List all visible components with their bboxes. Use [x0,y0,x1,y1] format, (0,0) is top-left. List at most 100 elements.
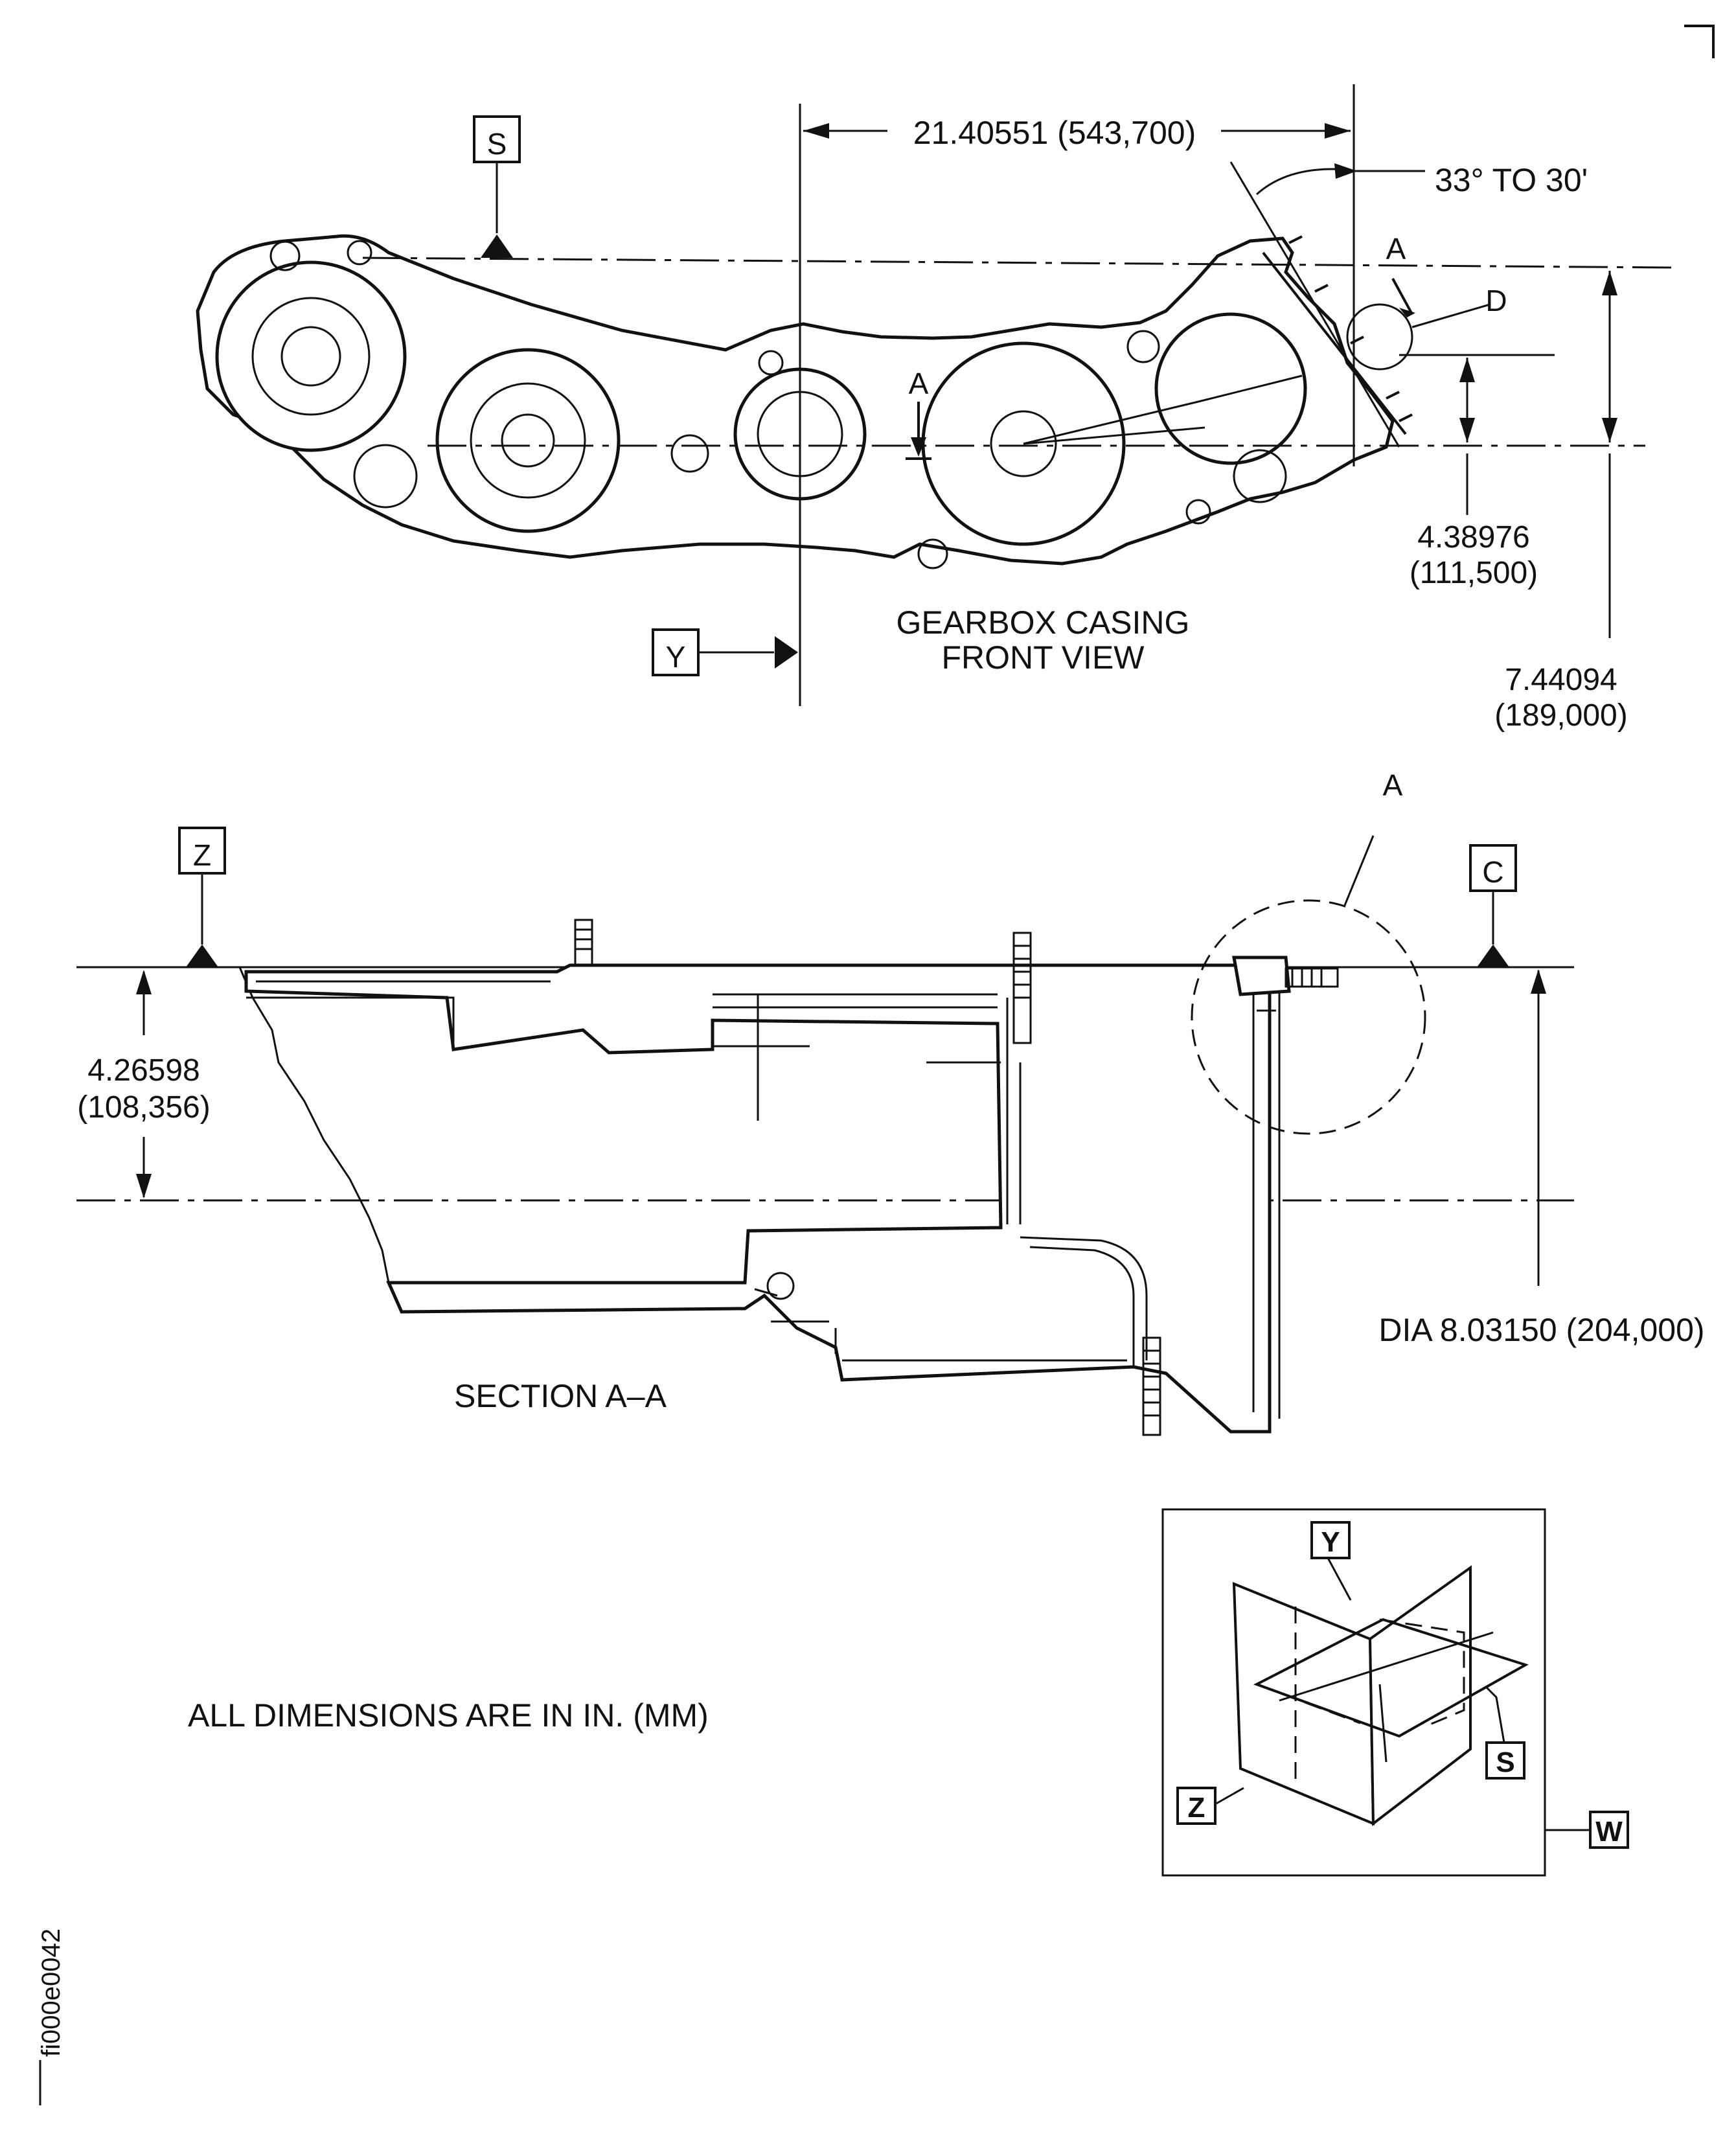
inset-datum-w-label: W [1595,1816,1623,1848]
datum-z-triangle [186,945,218,967]
plane-y [1368,1565,1472,1826]
detail-a-circle [1191,899,1426,1135]
datum-y-label: Y [666,640,686,674]
centreline-s [362,257,1672,269]
inset-datum-y-box [1310,1521,1351,1559]
angle-text: 33° TO 30' [1435,162,1588,198]
section-arrow-top-head [1399,308,1415,317]
dim-large-mm: (189,000) [1494,698,1627,733]
section-view [76,827,1574,1436]
plane-z [1232,1581,1375,1826]
detail-a-leader [1343,835,1375,908]
dim-left-arrows [136,970,152,1198]
section-curve [1020,1236,1148,1367]
detail-d-label: D [1485,284,1507,317]
inset-datum-z-leader [1215,1787,1244,1805]
crop-mark [1684,25,1715,58]
bore-1 [215,260,407,452]
flange-edge [1262,251,1407,435]
datum-z-box [178,827,226,875]
inset-datum-s-box [1485,1741,1525,1780]
bore-small-2 [670,434,709,473]
bore-5 [1154,312,1307,465]
datum-c-label: C [1482,855,1503,889]
inset-datum-s-leader [1485,1686,1505,1743]
plane-intersections [1279,1631,1494,1763]
dim-left-value: 4.26598 [87,1053,200,1088]
section-detail-a-label: A [1383,768,1403,802]
angle-arc [1255,168,1348,196]
figure-id: fi000e0042 [37,1929,65,2057]
inset-frame [1161,1508,1546,1877]
lug-2 [347,240,372,266]
datum-s-triangle [481,235,513,258]
lug-5 [1185,499,1211,525]
section-inner-top [246,980,551,1049]
front-view-caption-1: GEARBOX CASING [897,604,1190,641]
detail-d-circle [1346,303,1413,371]
inset-datum-y-leader [1327,1557,1352,1601]
dim-small-mm: (111,500) [1410,556,1538,590]
inset-datum-z-box [1176,1787,1216,1825]
bore-1-hub [280,326,341,387]
inset-datum-z-label: Z [1188,1792,1205,1824]
dim-horizontal-text: 21.40551 (543,700) [913,115,1196,151]
bore-2-hub [501,413,555,468]
break-line [238,967,403,1312]
plane-s [1253,1618,1529,1738]
section-flange [1252,978,1281,1419]
datum-s-label: S [487,127,507,161]
inset-datum-y-label: Y [1321,1526,1340,1558]
inset-datum-w-box [1589,1811,1629,1849]
dim-small-arrows [1459,358,1475,442]
section-lower-lines [754,1288,1127,1362]
datum-planes-inset [1161,1508,1629,1877]
bore-4-hub [990,410,1057,477]
dim-h-arrow-left [803,123,829,139]
section-arrow-mid-label: A [909,367,929,400]
stud-2 [1012,932,1032,1044]
front-view-dimensions [362,84,1672,706]
plane-hidden-edges [1256,1618,1465,1728]
section-hole [766,1272,795,1300]
stud-2-threads [1014,945,1031,999]
datum-y-triangle [775,636,798,669]
units-note: ALL DIMENSIONS ARE IN IN. (MM) [188,1697,709,1734]
internal-line-1 [1023,374,1303,445]
stud-1 [574,919,593,967]
section-web [926,998,1022,1224]
text-layer: S Y Z C 21.40551 (543,700) 33° TO 30' A … [37,115,1705,2105]
datum-c-triangle [1477,945,1509,967]
bore-small-4 [1126,330,1160,363]
datum-y-box [652,628,700,676]
dim-dia-arrow [1531,969,1546,994]
flange-boss [1232,956,1291,996]
lug-1 [269,240,301,271]
stud-1-threads [575,928,592,950]
front-view-caption-2: FRONT VIEW [942,639,1145,676]
lug-4 [917,538,948,569]
section-caption: SECTION A–A [454,1378,667,1414]
gearbox-front-view [196,234,1490,569]
datum-z-label: Z [193,838,211,872]
dim-left-mm: (108,356) [77,1090,210,1125]
internal-line-2 [1023,426,1205,445]
bore-2 [435,348,621,533]
lug-3 [758,350,784,376]
bore-small-3 [1233,449,1287,503]
section-arrow-top-label: A [1386,232,1406,266]
dim-dia-text: DIA 8.03150 (204,000) [1378,1312,1704,1348]
section-inner-lines [713,993,998,1121]
dim-h-arrow-right [1325,123,1351,139]
stud-3-threads [1143,1349,1160,1417]
inset-datum-s-label: S [1496,1746,1514,1778]
section-body [244,963,1272,1434]
bore-2-inner [470,382,586,499]
detail-d-leader [1411,303,1490,328]
section-arrow-mid-head [911,437,926,457]
flange-studs [1288,235,1413,422]
dim-large-value: 7.44094 [1505,663,1617,697]
angle-line [1229,161,1400,448]
bore-1-inner [251,297,371,416]
